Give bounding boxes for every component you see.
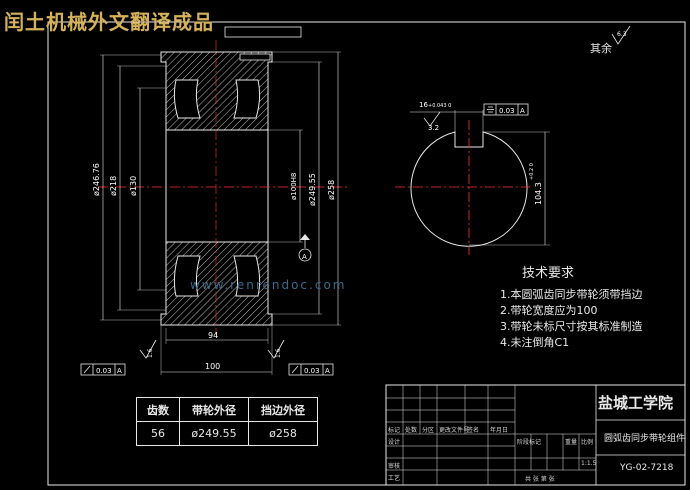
cell-pulley-od: ø249.55 <box>179 421 249 446</box>
cell-teeth: 56 <box>136 421 180 446</box>
side-rough: 3.2 <box>428 124 439 132</box>
runout-right-value: 0.03 <box>304 367 320 375</box>
header-teeth: 齿数 <box>136 397 180 422</box>
sheet-border <box>47 21 686 486</box>
title-block <box>385 384 686 486</box>
gear-params-table: 齿数 带轮外径 挡边外径 56 ø249.55 ø258 <box>136 397 318 446</box>
tb-mark: 标记 <box>388 427 401 434</box>
tb-zone: 分区 <box>422 427 435 434</box>
sym-value: 0.03 <box>499 107 515 115</box>
dim-100: 100 <box>205 362 220 371</box>
school-name: 盐城工学院 <box>598 394 674 412</box>
tb-design: 设计 <box>388 439 401 446</box>
tb-scale: 1:1.5 <box>581 460 597 467</box>
tb-sheets: 共 张 第 张 <box>525 476 555 483</box>
drawing-number: YG-02-7218 <box>620 463 674 473</box>
side-view <box>395 103 550 255</box>
tb-docno: 更改文件号 <box>439 427 470 434</box>
table-row: 56 ø249.55 ø258 <box>136 421 318 446</box>
tech-item: 4.未注倒角C1 <box>500 336 570 349</box>
runout-left-value: 0.03 <box>96 367 112 375</box>
tech-item: 3.带轮未标尺寸按其标准制造 <box>500 320 643 333</box>
dim-94: 94 <box>208 331 218 340</box>
dim-bore: ø100H8 <box>290 173 298 200</box>
tech-item: 1.本圆弧齿同步带轮须带挡边 <box>500 288 643 301</box>
general-roughness-label: 其余 <box>590 42 612 55</box>
site-watermark: www.renrendoc.com <box>190 278 347 292</box>
watermark-title: 闰土机械外文翻译成品 <box>4 10 214 34</box>
dim-218: ø218 <box>109 176 118 196</box>
keyway-width: 16 <box>419 101 428 109</box>
dim-249: ø249.55 <box>308 173 317 206</box>
tech-item: 2.带轮宽度应为100 <box>500 304 598 317</box>
general-rough-value: 6.3 <box>617 31 627 38</box>
datum-a-label: A <box>302 253 307 261</box>
tb-sign: 签名 <box>467 427 480 434</box>
rough-left-value: 1.6 <box>147 348 154 358</box>
dim-246: ø246.76 <box>92 163 101 196</box>
technical-requirements: 技术要求 1.本圆弧齿同步带轮须带挡边 2.带轮宽度应为100 3.带轮未标尺寸… <box>500 262 643 351</box>
header-flange-od: 挡边外径 <box>248 397 318 422</box>
tb-process: 工艺 <box>388 475 401 482</box>
tb-ratio: 比例 <box>581 439 594 446</box>
runout-left-datum: A <box>117 367 122 375</box>
tb-count: 处数 <box>405 427 418 434</box>
tb-review: 审核 <box>388 463 401 470</box>
tb-date: 年月日 <box>490 427 509 434</box>
dim-258: ø258 <box>327 180 336 200</box>
tech-title: 技术要求 <box>522 266 575 281</box>
sym-datum: A <box>520 107 525 115</box>
part-name: 圆弧齿同步带轮组件 <box>604 434 686 444</box>
runout-right-datum: A <box>325 367 330 375</box>
front-section-view <box>80 26 350 376</box>
dim-130: ø130 <box>129 176 138 196</box>
table-header-row: 齿数 带轮外径 挡边外径 <box>136 397 318 422</box>
keyway-tol: +0.043 0 <box>428 103 451 109</box>
tb-stage: 阶段标记 <box>517 439 542 446</box>
rough-right-value: 1.6 <box>275 348 282 358</box>
header-pulley-od: 带轮外径 <box>179 397 249 422</box>
cell-flange-od: ø258 <box>248 421 318 446</box>
tb-weight: 重量 <box>565 439 578 446</box>
keyway-depth: 104.3 <box>534 182 543 205</box>
depth-tol: +0.2 0 <box>529 163 535 180</box>
